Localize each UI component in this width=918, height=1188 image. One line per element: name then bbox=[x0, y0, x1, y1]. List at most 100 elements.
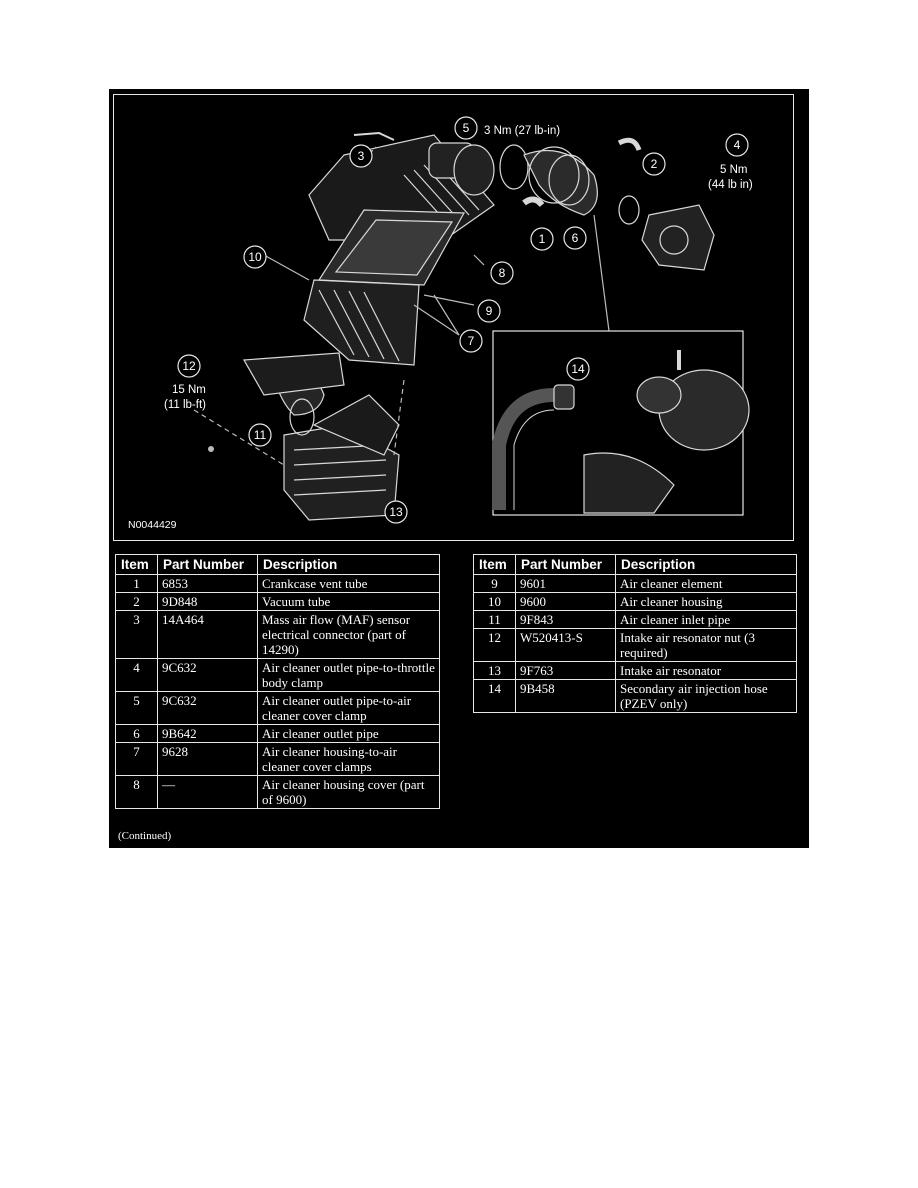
cell-description: Air cleaner outlet pipe bbox=[257, 724, 440, 743]
callout-circle-7 bbox=[459, 329, 483, 353]
table-header-row: Item Part Number Description bbox=[473, 554, 797, 575]
callout-number-4: 4 bbox=[734, 138, 741, 152]
torque-label-4-lb: (44 lb in) bbox=[708, 179, 753, 191]
cell-part-number: 9F843 bbox=[515, 610, 616, 629]
cell-item: 14 bbox=[473, 679, 516, 713]
callout-circle-9 bbox=[477, 299, 501, 323]
cell-description: Mass air flow (MAF) sensor electrical co… bbox=[257, 610, 440, 659]
callout-circle-12 bbox=[177, 354, 201, 378]
callout-circle-5 bbox=[454, 116, 478, 140]
callout-number-5: 5 bbox=[463, 121, 470, 135]
cell-item: 11 bbox=[473, 610, 516, 629]
callout-circle-2 bbox=[642, 152, 666, 176]
cell-description: Crankcase vent tube bbox=[257, 574, 440, 593]
cell-part-number: 9B642 bbox=[157, 724, 258, 743]
callout-circle-10 bbox=[243, 245, 267, 269]
cell-description: Intake air resonator bbox=[615, 661, 797, 680]
cell-description: Air cleaner housing-to-air cleaner cover… bbox=[257, 742, 440, 776]
inlet-pipe-part bbox=[243, 352, 345, 436]
cell-part-number: 9601 bbox=[515, 574, 616, 593]
callout-number-14: 14 bbox=[571, 362, 585, 376]
outlet-pipe-part bbox=[453, 144, 598, 216]
callout-circle-6 bbox=[563, 226, 587, 250]
callout-number-8: 8 bbox=[499, 266, 506, 280]
secondary-air-hose-detail bbox=[492, 350, 750, 514]
cell-description: Air cleaner inlet pipe bbox=[615, 610, 797, 629]
cell-item: 7 bbox=[115, 742, 158, 776]
cell-part-number: 9C632 bbox=[157, 691, 258, 725]
col-header-description: Description bbox=[615, 554, 797, 575]
cell-item: 1 bbox=[115, 574, 158, 593]
cell-item: 2 bbox=[115, 592, 158, 611]
cell-item: 8 bbox=[115, 775, 158, 809]
callout-number-3: 3 bbox=[358, 149, 365, 163]
cell-item: 4 bbox=[115, 658, 158, 692]
col-header-item: Item bbox=[115, 554, 158, 575]
maf-connector-part bbox=[353, 131, 395, 141]
cell-part-number: 6853 bbox=[157, 574, 258, 593]
cell-description: Air cleaner outlet pipe-to-air cleaner c… bbox=[257, 691, 440, 725]
cell-part-number: 9C632 bbox=[157, 658, 258, 692]
intake-resonator-part bbox=[283, 394, 400, 521]
cell-item: 6 bbox=[115, 724, 158, 743]
callout-circle-1 bbox=[530, 227, 554, 251]
cell-description: Air cleaner outlet pipe-to-throttle body… bbox=[257, 658, 440, 692]
callout-circle-14 bbox=[566, 357, 590, 381]
table-row: 8—Air cleaner housing cover (part of 960… bbox=[115, 775, 440, 809]
cell-description: Air cleaner housing bbox=[615, 592, 797, 611]
callout-circle-3 bbox=[349, 144, 373, 168]
callout-number-1: 1 bbox=[539, 232, 546, 246]
torque-label-4-nm: 5 Nm bbox=[720, 164, 747, 176]
cell-item: 12 bbox=[473, 628, 516, 662]
cell-description: Secondary air injection hose (PZEV only) bbox=[615, 679, 797, 713]
cell-item: 3 bbox=[115, 610, 158, 659]
cell-part-number: W520413-S bbox=[515, 628, 616, 662]
cell-item: 9 bbox=[473, 574, 516, 593]
figure-id: N0044429 bbox=[128, 519, 177, 531]
col-header-part-number: Part Number bbox=[515, 554, 616, 575]
torque-label-5: 3 Nm (27 lb-in) bbox=[484, 125, 560, 137]
cell-part-number: 9628 bbox=[157, 742, 258, 776]
throttle-body-part bbox=[618, 195, 715, 271]
callout-circle-4 bbox=[725, 133, 749, 157]
callout-number-7: 7 bbox=[468, 334, 475, 348]
cell-part-number: 9B458 bbox=[515, 679, 616, 713]
callout-circle-8 bbox=[490, 261, 514, 285]
cell-part-number: 9D848 bbox=[157, 592, 258, 611]
col-header-item: Item bbox=[473, 554, 516, 575]
continued-note: (Continued) bbox=[118, 830, 172, 842]
cell-item: 13 bbox=[473, 661, 516, 680]
cell-part-number: 9F763 bbox=[515, 661, 616, 680]
cell-item: 5 bbox=[115, 691, 158, 725]
col-header-description: Description bbox=[257, 554, 440, 575]
callout-number-2: 2 bbox=[651, 157, 658, 171]
air-cleaner-housing-part bbox=[303, 279, 420, 366]
callout-circle-11 bbox=[248, 423, 272, 447]
cell-item: 10 bbox=[473, 592, 516, 611]
col-header-part-number: Part Number bbox=[157, 554, 258, 575]
vacuum-tube-part bbox=[617, 137, 642, 151]
callout-number-12: 12 bbox=[182, 359, 196, 373]
cell-part-number: — bbox=[157, 775, 258, 809]
callout-circle-13 bbox=[384, 500, 408, 524]
callout-number-10: 10 bbox=[248, 250, 262, 264]
cell-part-number: 14A464 bbox=[157, 610, 258, 659]
torque-label-12-lb: (11 lb-ft) bbox=[164, 399, 206, 411]
callout-number-11: 11 bbox=[254, 428, 267, 442]
